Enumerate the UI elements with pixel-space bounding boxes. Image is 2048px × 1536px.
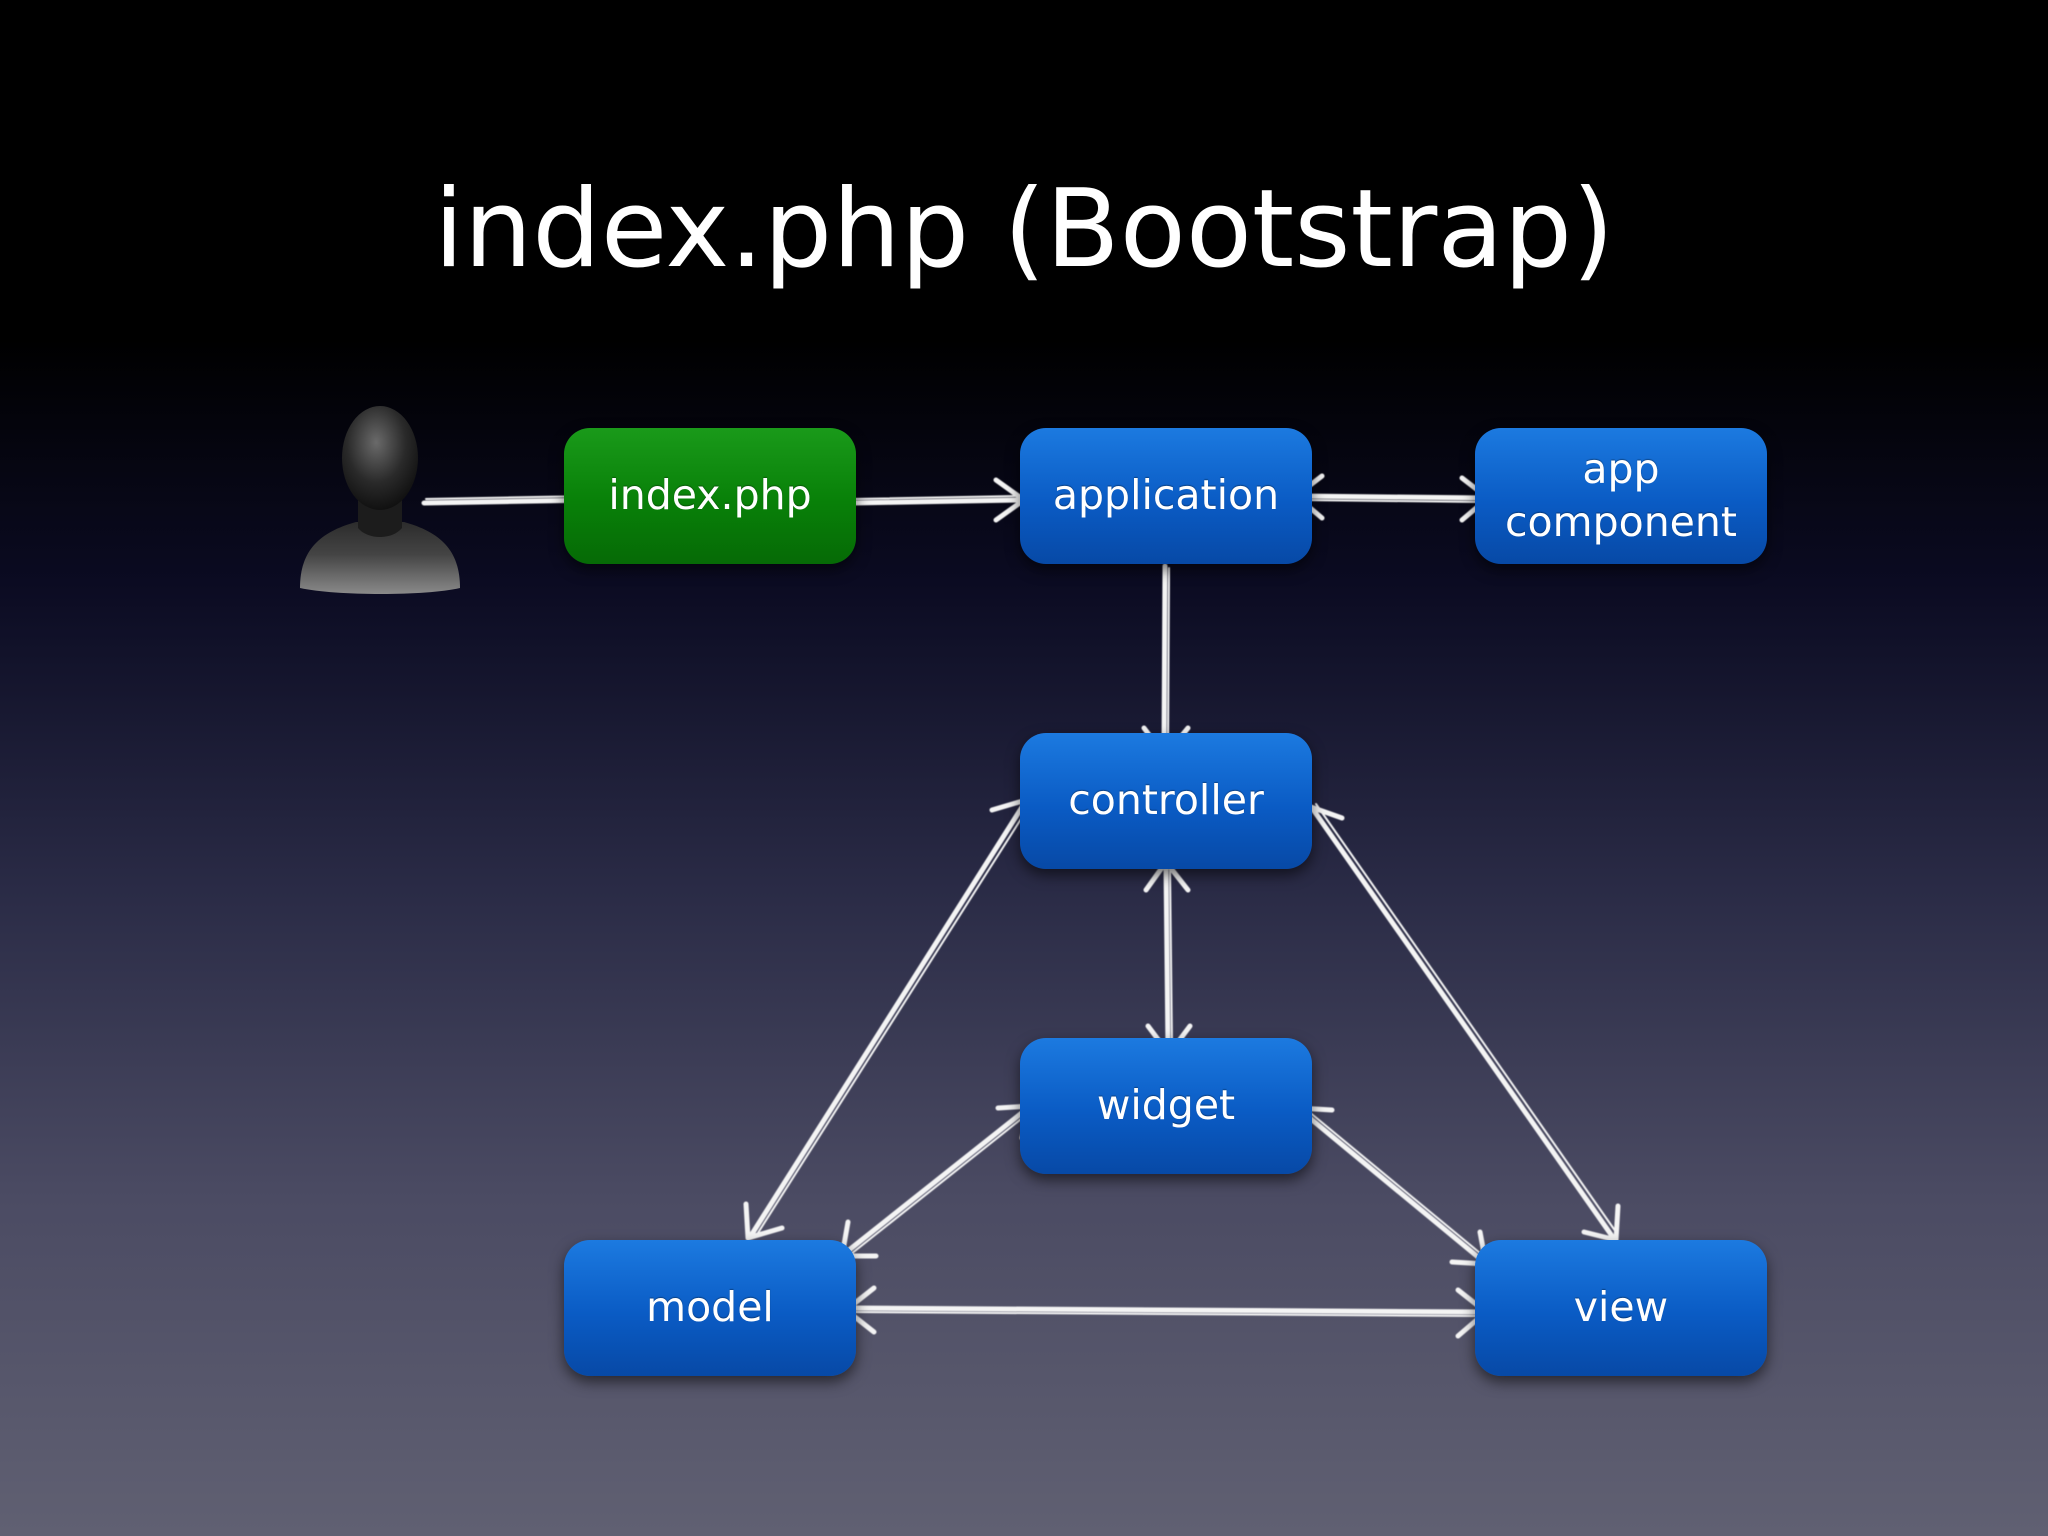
node-model: model (564, 1240, 856, 1376)
node-app-component-label: app component (1505, 444, 1737, 546)
node-application-label: application (1052, 471, 1280, 520)
node-view-label: view (1573, 1283, 1669, 1332)
node-controller: controller (1020, 733, 1312, 869)
node-widget: widget (1020, 1038, 1312, 1174)
arrow-widget-view (1295, 1105, 1489, 1267)
arrow-model-view (843, 1285, 1489, 1339)
arrow-controller-view (1303, 803, 1621, 1243)
node-view: view (1475, 1240, 1767, 1376)
node-app-component: app component (1475, 428, 1767, 564)
node-index-php-label: index.php (608, 471, 812, 520)
arrow-application-app-component (1293, 473, 1491, 523)
user-silhouette-icon (296, 400, 464, 596)
node-model-label: model (646, 1283, 774, 1332)
node-application: application (1020, 428, 1312, 564)
slide-title: index.php (Bootstrap) (433, 167, 1615, 292)
arrow-controller-model (743, 797, 1029, 1241)
node-index-php: index.php (564, 428, 856, 564)
arrow-widget-model (839, 1103, 1033, 1259)
arrow-index-to-application (849, 477, 1027, 523)
arrow-controller-widget (1143, 859, 1193, 1057)
arrow-application-to-controller (1141, 563, 1191, 759)
node-widget-label: widget (1096, 1081, 1236, 1130)
node-controller-label: controller (1068, 776, 1264, 825)
